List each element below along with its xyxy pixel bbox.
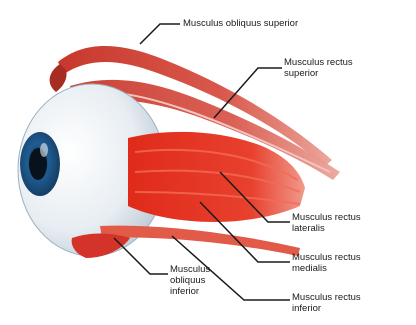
label-line: medialis	[292, 263, 361, 274]
leader-line-oblique-superior	[140, 24, 180, 44]
label-oblique-superior: Musculus obliquus superior	[183, 18, 298, 29]
label-line: obliquus	[170, 275, 210, 286]
label-rectus-medialis: Musculus rectus medialis	[292, 252, 361, 274]
label-line: inferior	[292, 303, 361, 314]
label-line: Musculus rectus	[284, 57, 353, 68]
label-oblique-inferior: Musculus obliquus inferior	[170, 264, 210, 297]
label-line: superior	[284, 68, 353, 79]
label-line: Musculus rectus	[292, 252, 361, 263]
eye-highlight	[40, 143, 48, 157]
label-line: inferior	[170, 286, 210, 297]
label-rectus-inferior: Musculus rectus inferior	[292, 292, 361, 314]
label-line: lateralis	[292, 223, 361, 234]
label-rectus-superior: Musculus rectus superior	[284, 57, 353, 79]
superior-oblique-tendon	[50, 64, 67, 92]
label-line: Musculus	[170, 264, 210, 275]
label-line: Musculus rectus	[292, 292, 361, 303]
label-rectus-lateralis: Musculus rectus lateralis	[292, 212, 361, 234]
label-line: Musculus rectus	[292, 212, 361, 223]
